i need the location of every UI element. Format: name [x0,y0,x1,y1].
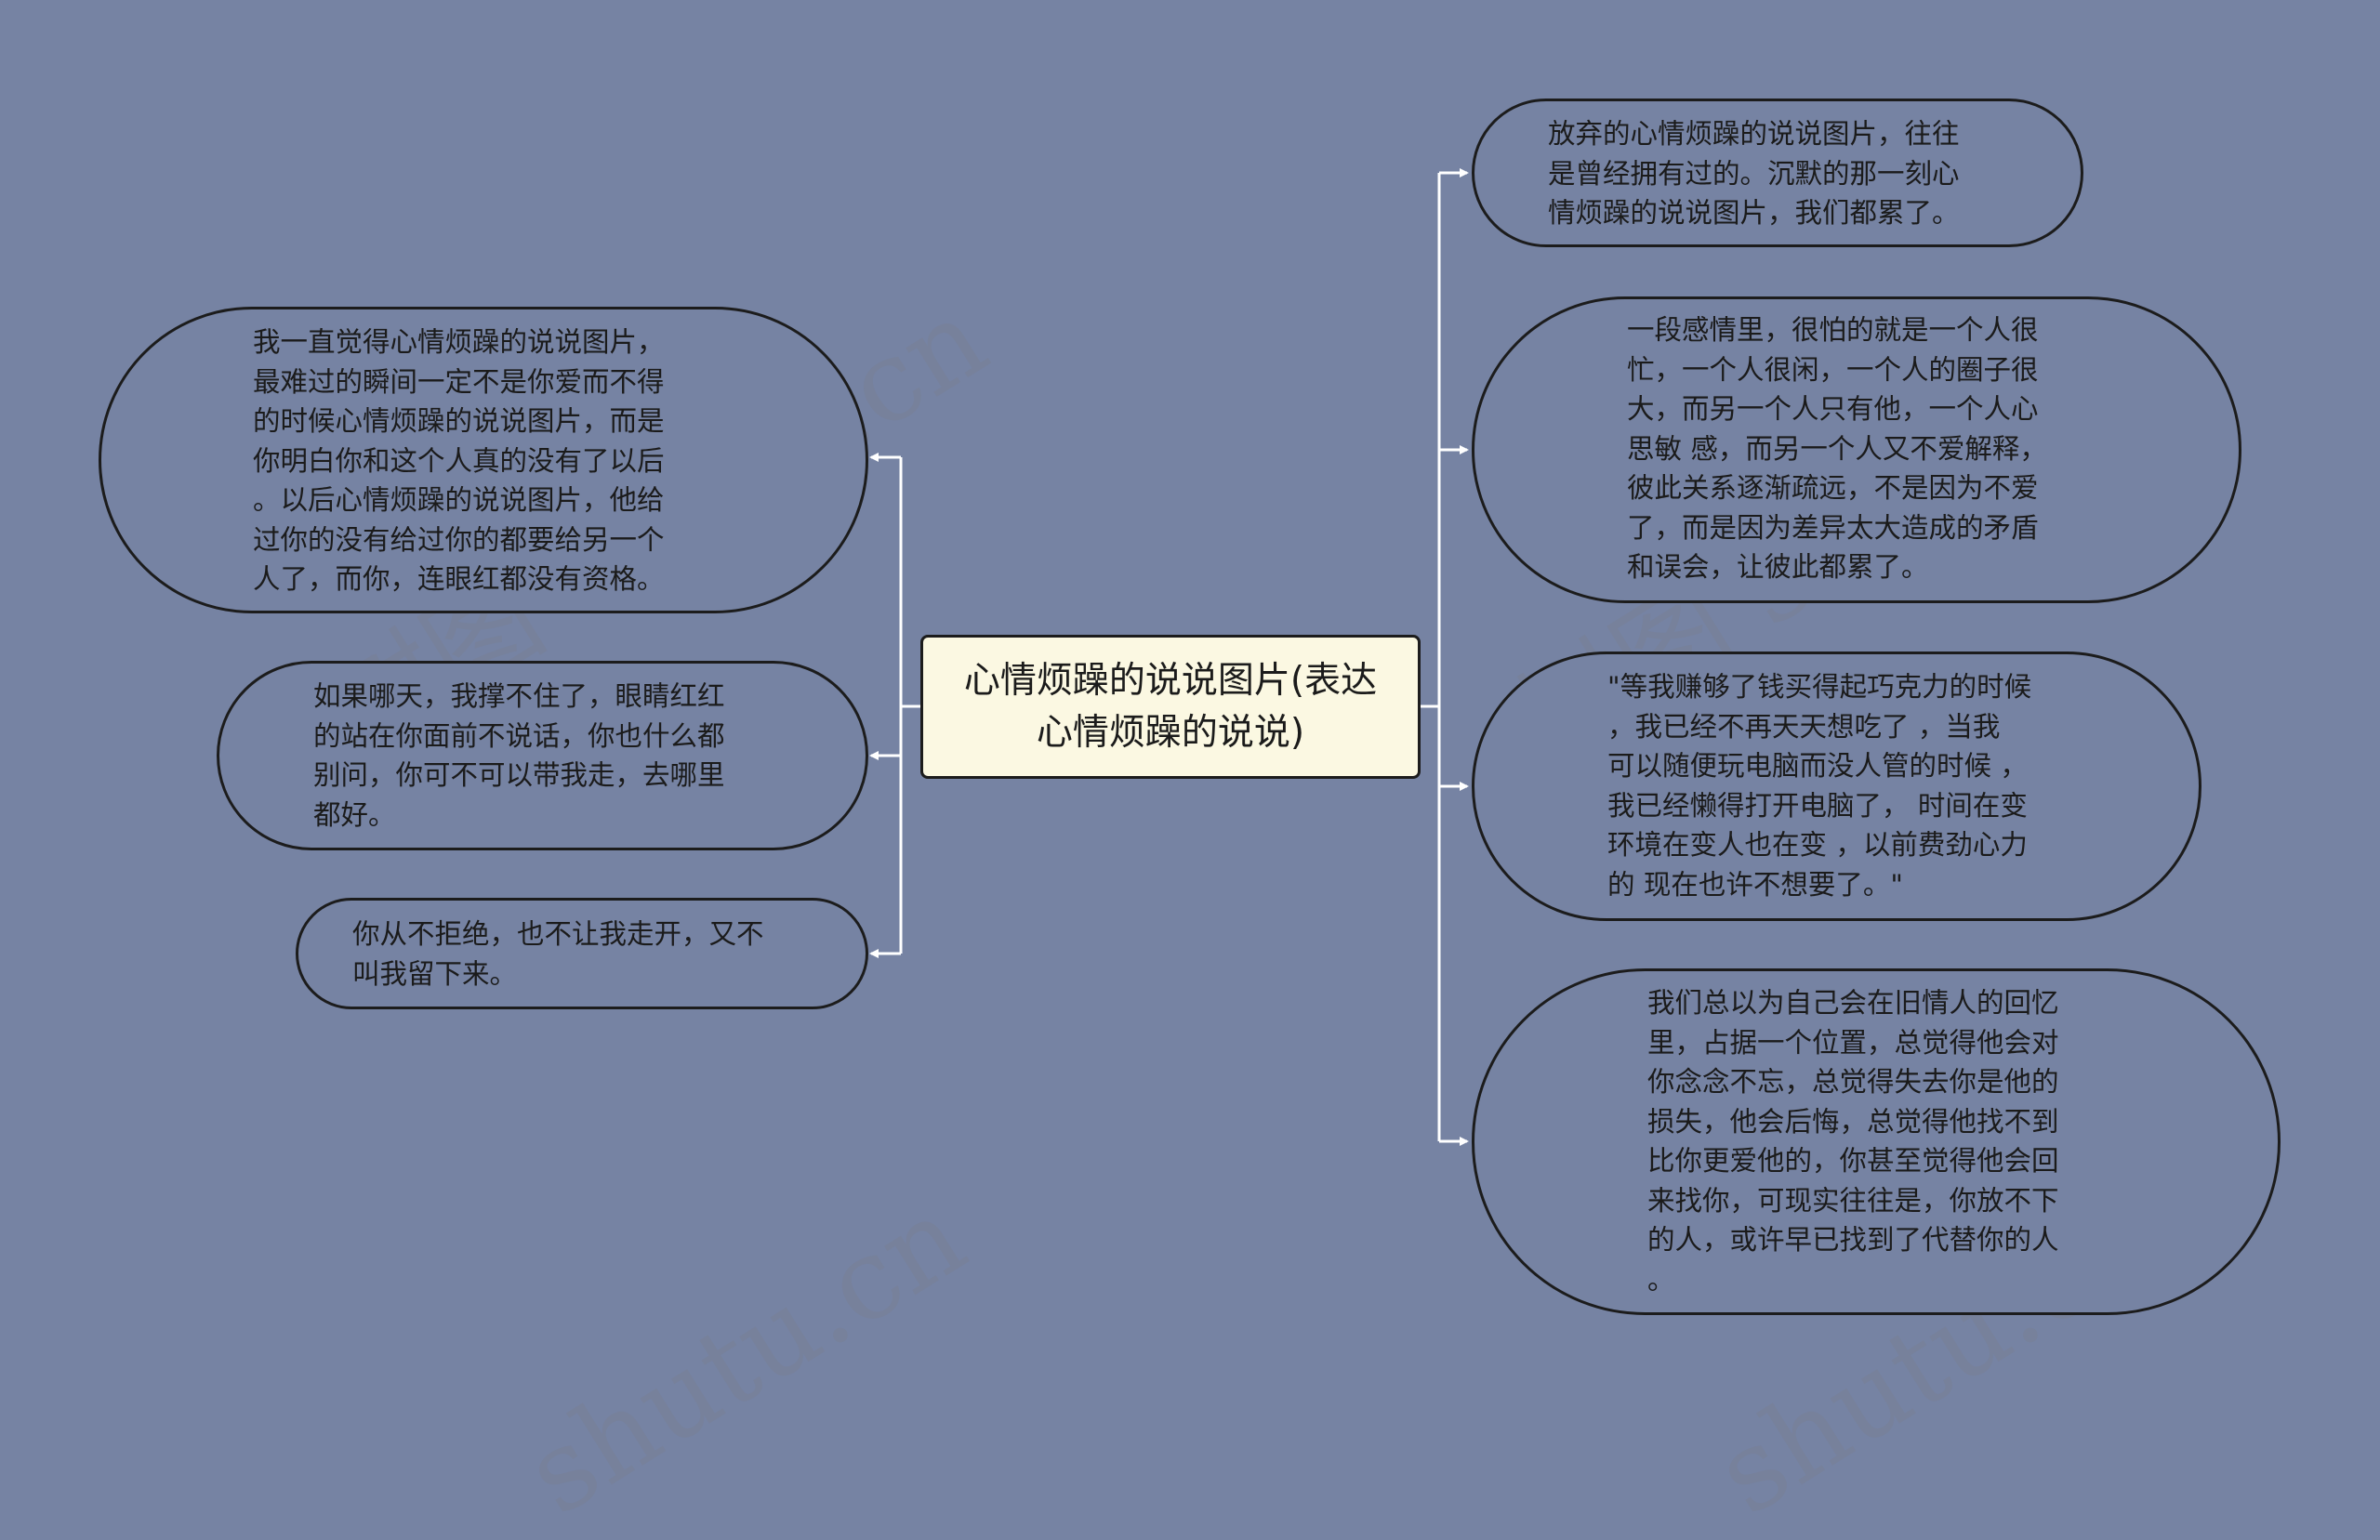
left-node-3[interactable]: 你从不拒绝，也不让我走开，又不 叫我留下来。 [296,898,868,1009]
left-node-2[interactable]: 如果哪天，我撑不住了，眼睛红红 的站在你面前不说话，你也什么都 别问，你可不可以… [217,661,868,850]
node-text: 放弃的心情烦躁的说说图片，往往 是曾经拥有过的。沉默的那一刻心 情烦躁的说说图片… [1548,118,1960,229]
right-node-2[interactable]: 一段感情里，很怕的就是一个人很 忙，一个人很闲，一个人的圈子很 大，而另一个人只… [1472,296,2241,603]
right-node-4[interactable]: 我们总以为自己会在旧情人的回忆 里，占据一个位置，总觉得他会对 你念念不忘，总觉… [1472,968,2281,1315]
node-text: "等我赚够了钱买得起巧克力的时候 ，我已经不再天天想吃了 ，当我 可以随便玩电脑… [1607,671,2032,901]
node-text: 一段感情里，很怕的就是一个人很 忙，一个人很闲，一个人的圈子很 大，而另一个人只… [1627,314,2047,583]
connector-lines [869,168,1469,1146]
right-node-1[interactable]: 放弃的心情烦躁的说说图片，往往 是曾经拥有过的。沉默的那一刻心 情烦躁的说说图片… [1472,99,2083,247]
right-node-3[interactable]: "等我赚够了钱买得起巧克力的时候 ，我已经不再天天想吃了 ，当我 可以随便玩电脑… [1472,652,2202,921]
central-topic-label: 心情烦躁的说说图片(表达 心情烦躁的说说) [963,659,1378,754]
node-text: 我们总以为自己会在旧情人的回忆 里，占据一个位置，总觉得他会对 你念念不忘，总觉… [1647,987,2059,1296]
node-text: 你从不拒绝，也不让我走开，又不 叫我留下来。 [352,918,764,990]
left-node-1[interactable]: 我一直觉得心情烦躁的说说图片， 最难过的瞬间一定不是你爱而不得 的时候心情烦躁的… [99,307,868,613]
node-text: 我一直觉得心情烦躁的说说图片， 最难过的瞬间一定不是你爱而不得 的时候心情烦躁的… [253,326,665,595]
central-topic[interactable]: 心情烦躁的说说图片(表达 心情烦躁的说说) [920,635,1421,779]
node-text: 如果哪天，我撑不住了，眼睛红红 的站在你面前不说话，你也什么都 别问，你可不可以… [313,680,725,831]
